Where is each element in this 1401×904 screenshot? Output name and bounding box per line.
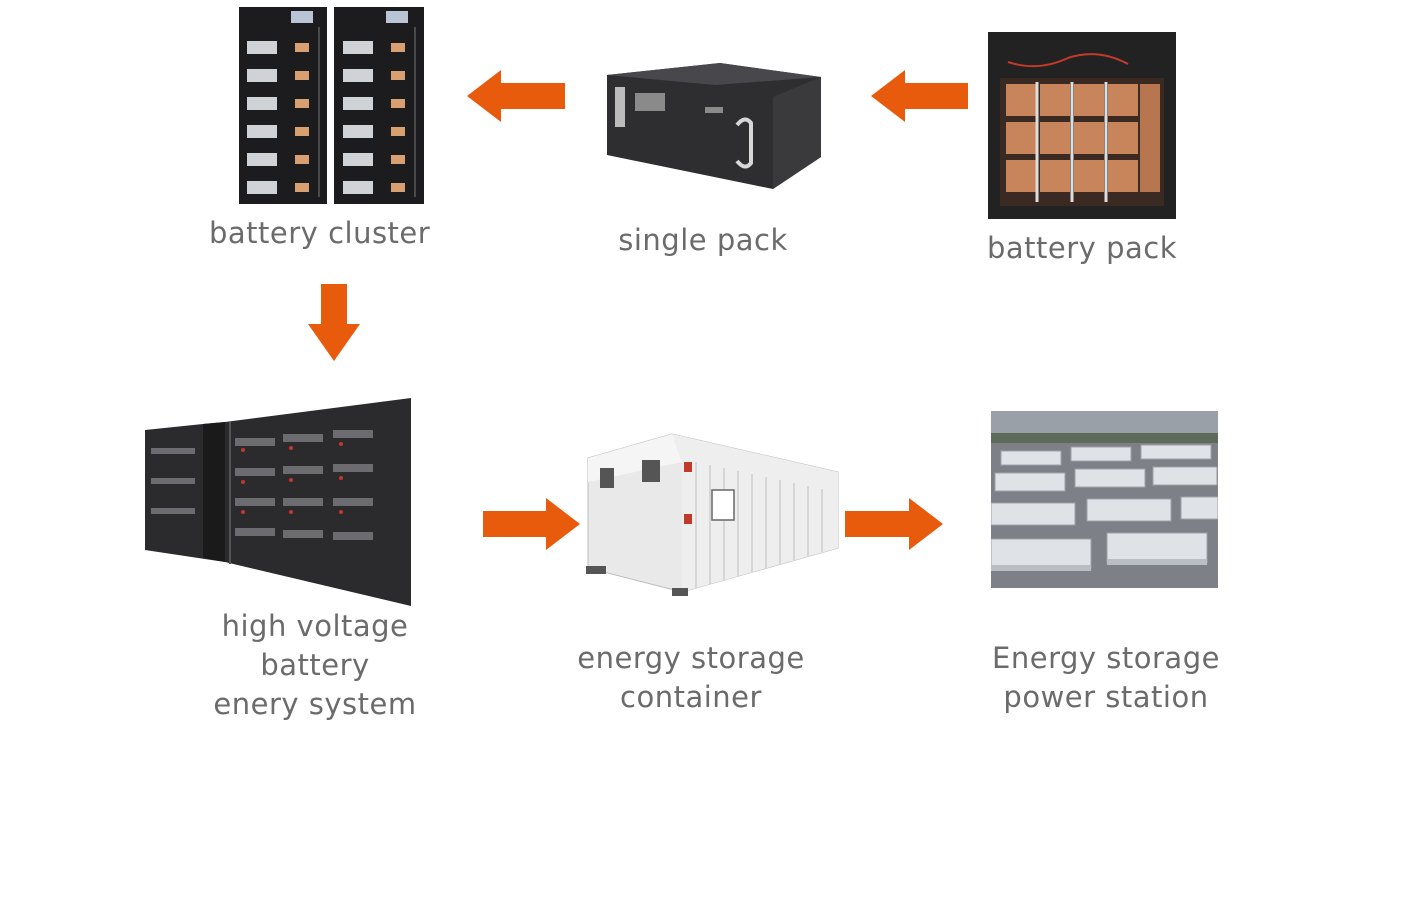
arrow-single-pack-to-cluster (467, 70, 565, 122)
hv-system-label: high voltage battery enery system (213, 609, 417, 721)
hv-system-image (143, 398, 415, 608)
container-icon (586, 433, 839, 596)
power-station-label: Energy storage power station (992, 641, 1220, 714)
battery-pack-icon (988, 32, 1176, 219)
arrow-container-to-power-station (845, 498, 943, 550)
single-pack-image (605, 63, 823, 191)
power-station-image (991, 411, 1218, 588)
power-station-icon (991, 411, 1218, 588)
battery-cluster-icon (239, 7, 424, 204)
hv-system-icon (145, 398, 411, 606)
battery-pack-label: battery pack (987, 231, 1177, 265)
arrow-battery-pack-to-single-pack (871, 70, 968, 122)
single-pack-icon (607, 63, 821, 189)
container-label: energy storage container (577, 641, 805, 714)
arrow-hv-system-to-container (483, 498, 580, 550)
battery-cluster-label: battery cluster (209, 216, 431, 250)
battery-pack-image (988, 32, 1176, 219)
container-image (586, 432, 840, 596)
single-pack-label: single pack (618, 223, 788, 257)
battery-cluster-image (239, 7, 424, 204)
arrow-cluster-to-hv-system (308, 284, 360, 361)
